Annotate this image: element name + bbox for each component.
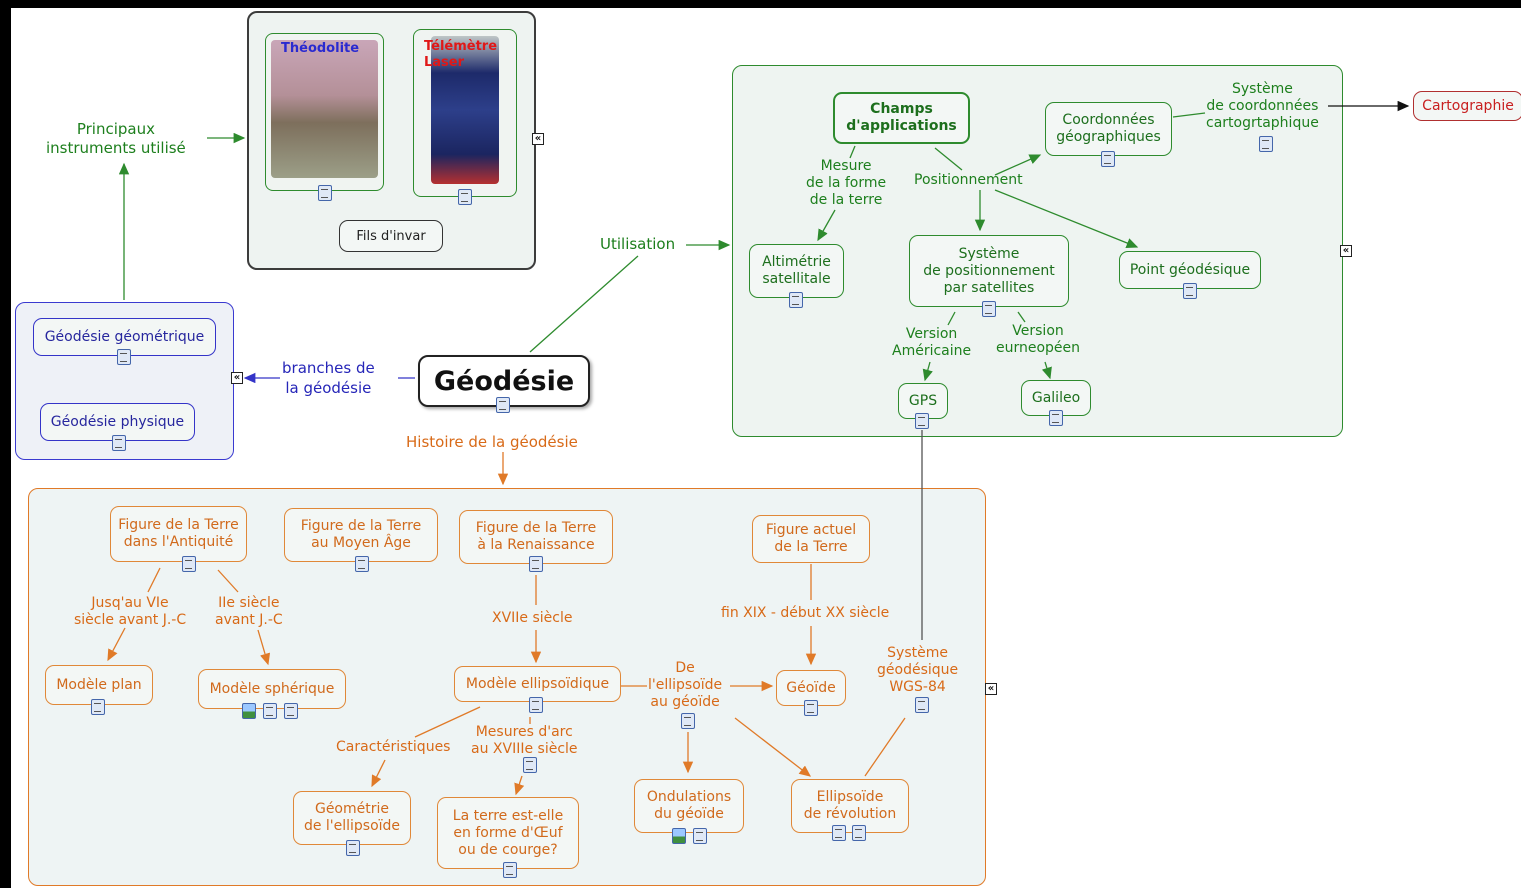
- document-icon[interactable]: [503, 862, 517, 878]
- link-label-branches: branches de la géodésie: [282, 359, 375, 397]
- figure-moyen-age-node[interactable]: Figure de la Terre au Moyen Âge: [284, 508, 438, 562]
- document-icon[interactable]: [852, 825, 866, 841]
- document-icon[interactable]: [1049, 410, 1063, 426]
- link-label-mesure-forme: Mesure de la forme de la terre: [806, 158, 887, 208]
- document-icon[interactable]: [263, 703, 277, 719]
- modele-spherique-node[interactable]: Modèle sphérique: [198, 669, 346, 709]
- link-label-utilisation: Utilisation: [600, 235, 676, 253]
- document-icon[interactable]: [117, 349, 131, 365]
- document-icon[interactable]: [346, 840, 360, 856]
- image-icon[interactable]: [242, 703, 256, 719]
- document-icon[interactable]: [804, 700, 818, 716]
- collapse-icon[interactable]: «: [1340, 245, 1352, 257]
- telemetre-photo-card[interactable]: [413, 29, 517, 197]
- link-label-jusquau: Jusq'au VIe siècle avant J.-C: [74, 595, 187, 628]
- modele-ellipsoidique-node[interactable]: Modèle ellipsoïdique: [454, 666, 621, 702]
- document-icon[interactable]: [529, 697, 543, 713]
- modele-plan-node[interactable]: Modèle plan: [45, 665, 153, 705]
- altimetrie-node[interactable]: Altimétrie satellitale: [749, 244, 844, 298]
- link-label-mesures-arc: Mesures d'arc au XVIIIe siècle: [471, 724, 578, 757]
- link-label-iie-siecle: IIe siècle avant J.-C: [215, 595, 283, 628]
- point-geodesique-node[interactable]: Point géodésique: [1119, 251, 1261, 289]
- document-icon[interactable]: [458, 189, 472, 205]
- document-icon[interactable]: [789, 292, 803, 308]
- document-icon[interactable]: [915, 697, 929, 713]
- collapse-icon[interactable]: «: [532, 133, 544, 145]
- document-icon[interactable]: [832, 825, 846, 841]
- collapse-icon[interactable]: «: [231, 372, 243, 384]
- figure-actuel-node[interactable]: Figure actuel de la Terre: [752, 515, 870, 563]
- link-label-caracteristiques: Caractéristiques: [336, 739, 451, 755]
- figure-antiquite-node[interactable]: Figure de la Terre dans l'Antiquité: [110, 506, 247, 562]
- link-label-wgs84: Système géodésique WGS-84: [877, 645, 959, 695]
- theodolite-photo-card[interactable]: [265, 33, 384, 191]
- window-left-border: [0, 0, 11, 888]
- terre-oeuf-node[interactable]: La terre est-elle en forme d'Œuf ou de c…: [437, 797, 579, 869]
- document-icon[interactable]: [1259, 136, 1273, 152]
- document-icon[interactable]: [523, 757, 537, 773]
- link-label-de-ellipsoide: De l'ellipsoïde au géoïde: [648, 660, 723, 710]
- document-icon[interactable]: [318, 185, 332, 201]
- document-icon[interactable]: [112, 435, 126, 451]
- link-label-positionnement: Positionnement: [914, 172, 1023, 188]
- ondulations-geoide-node[interactable]: Ondulations du géoïde: [634, 779, 744, 833]
- link-label-systeme-coord: Système de coordonnées cartogrtaphique: [1206, 81, 1319, 131]
- document-icon[interactable]: [982, 301, 996, 317]
- theodolite-title: Théodolite: [281, 41, 360, 56]
- link-label-version-us: Version Américaine: [892, 326, 972, 359]
- link-label-histoire: Histoire de la géodésie: [406, 433, 578, 451]
- image-icon[interactable]: [672, 828, 686, 844]
- link-label-xviie: XVIIe siècle: [492, 610, 573, 626]
- collapse-icon[interactable]: «: [985, 683, 997, 695]
- link-label-instruments: Principaux instruments utilisé: [46, 120, 186, 157]
- fils-invar-node[interactable]: Fils d'invar: [339, 220, 443, 252]
- document-icon[interactable]: [1101, 151, 1115, 167]
- document-icon[interactable]: [284, 703, 298, 719]
- geometrie-ellipsoide-node[interactable]: Géométrie de l'ellipsoïde: [293, 791, 411, 845]
- document-icon[interactable]: [529, 556, 543, 572]
- document-icon[interactable]: [182, 556, 196, 572]
- document-icon[interactable]: [91, 699, 105, 715]
- document-icon[interactable]: [693, 828, 707, 844]
- document-icon[interactable]: [915, 413, 929, 429]
- systeme-positionnement-node[interactable]: Système de positionnement par satellites: [909, 235, 1069, 307]
- document-icon[interactable]: [681, 713, 695, 729]
- document-icon[interactable]: [355, 556, 369, 572]
- window-top-border: [0, 0, 1521, 8]
- link-label-version-eu: Version eurneopéen: [996, 323, 1081, 356]
- central-node-geodesie[interactable]: Géodésie: [418, 355, 590, 407]
- telemetre-title: Télémètre Laser: [424, 39, 498, 70]
- figure-renaissance-node[interactable]: Figure de la Terre à la Renaissance: [459, 510, 613, 564]
- document-icon[interactable]: [1183, 283, 1197, 299]
- champs-applications-node[interactable]: Champs d'applications: [833, 92, 970, 144]
- document-icon[interactable]: [496, 397, 510, 413]
- coordonnees-geographiques-node[interactable]: Coordonnées géographiques: [1045, 102, 1172, 156]
- geodesie-physique-node[interactable]: Géodésie physique: [40, 403, 195, 441]
- ellipsoide-revolution-node[interactable]: Ellipsoïde de révolution: [791, 779, 909, 833]
- cartographie-node[interactable]: Cartographie: [1413, 91, 1521, 121]
- link-label-fin-xix: fin XIX - début XX siècle: [721, 605, 890, 621]
